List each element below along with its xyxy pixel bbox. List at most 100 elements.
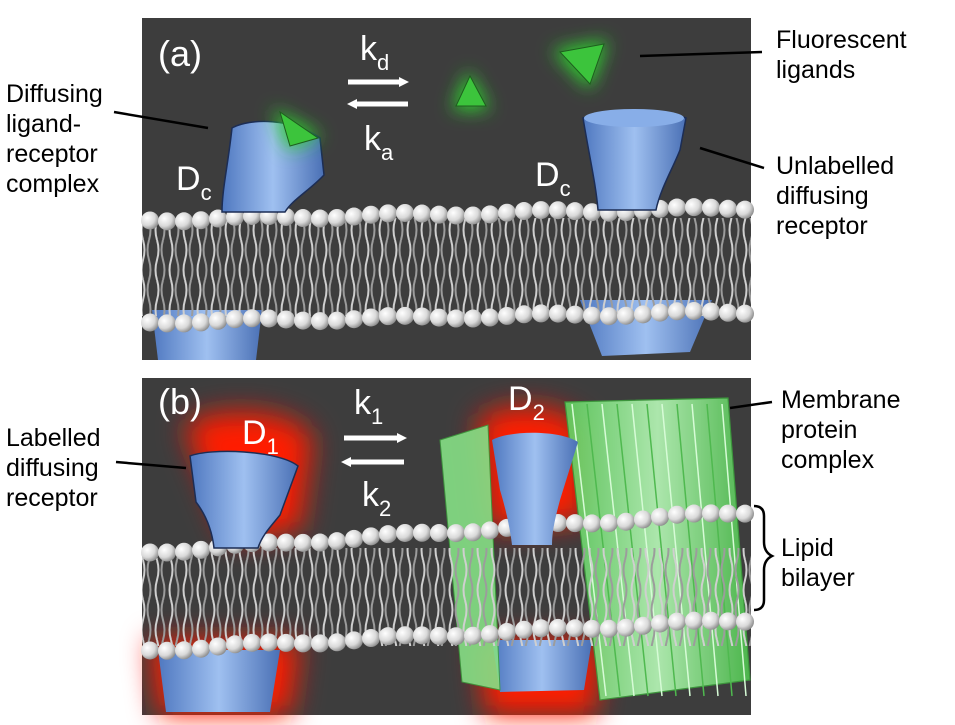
lipid-head (311, 634, 329, 653)
lipid-head (192, 540, 210, 559)
lipid-head (379, 627, 397, 646)
lipid-head (634, 616, 652, 635)
lipid-head (413, 523, 431, 542)
lipid-head (141, 543, 159, 562)
lipid-head (141, 313, 159, 332)
lipid-head (260, 533, 278, 552)
lipid-head (345, 310, 363, 329)
lipid-head (277, 533, 295, 552)
lipid-head (362, 629, 380, 648)
lipid-head (719, 199, 737, 218)
lipid-head (702, 611, 720, 630)
lipid-head (566, 514, 584, 533)
lipid-head (362, 308, 380, 327)
lipid-head (141, 641, 159, 660)
panel-a: (a) kd ka Dc Dc (141, 18, 754, 360)
lipid-head (532, 201, 550, 220)
lipid-head (158, 641, 176, 660)
fluorescent-ligand-bound (272, 108, 322, 150)
lipid-head (396, 523, 414, 542)
lipid-head (430, 308, 448, 327)
lipid-head (549, 201, 567, 220)
lipid-head (209, 209, 227, 228)
lipid-head (311, 209, 329, 228)
lipid-head (600, 514, 618, 533)
lipid-head (192, 211, 210, 230)
lipid-head (685, 611, 703, 630)
lipid-head (328, 311, 346, 330)
rate-kd: kd (360, 30, 389, 75)
lipid-head (277, 310, 295, 329)
callout-lipid-bilayer: Lipid bilayer (781, 534, 855, 592)
lipid-head (447, 309, 465, 328)
lipid-head (600, 307, 618, 326)
unlabelled-receptor-top (584, 109, 684, 127)
lipid-head (651, 507, 669, 526)
lipid-head (702, 302, 720, 321)
lipid-head (175, 212, 193, 231)
lipid-head (617, 306, 635, 325)
rate-ka: ka (364, 120, 394, 165)
lipid-head (651, 614, 669, 633)
lipid-head (328, 633, 346, 652)
lipid-head (362, 527, 380, 546)
lipid-head (345, 207, 363, 226)
callout-lines (113, 50, 775, 612)
lipid-head (481, 308, 499, 327)
lipid-head (260, 633, 278, 652)
lipid-head (430, 524, 448, 543)
lipid-head (719, 612, 737, 631)
lipid-head (430, 626, 448, 645)
lipid-head (277, 633, 295, 652)
lipid-head (192, 639, 210, 658)
lipid-head (396, 626, 414, 645)
lipid-head (158, 543, 176, 562)
receptor-d2-upper (492, 432, 578, 545)
lipid-head (481, 205, 499, 224)
lipid-head (192, 313, 210, 332)
panel-a-letter: (a) (158, 33, 202, 74)
lipid-head (226, 310, 244, 329)
lipid-head (719, 303, 737, 322)
lipid-head (379, 525, 397, 544)
receptor-d2-lower (492, 640, 592, 692)
lipid-head (413, 204, 431, 223)
lipid-head (702, 198, 720, 217)
label-dc-right: Dc (535, 156, 571, 201)
lipid-head (430, 205, 448, 224)
lipid-head (617, 512, 635, 531)
lipid-head (668, 198, 686, 217)
panel-b: (b) k1 k2 D1 D2 (141, 378, 754, 715)
lipid-head (668, 612, 686, 631)
labelled-diffusing-receptor (189, 450, 299, 549)
lipid-head (651, 303, 669, 322)
lipid-head (464, 206, 482, 225)
lipid-head (736, 612, 754, 631)
lipid-head (515, 620, 533, 639)
lipid-head (226, 635, 244, 654)
lipid-head (396, 203, 414, 222)
lipid-head (294, 311, 312, 330)
lipid-head (141, 211, 159, 230)
lipid-head (532, 619, 550, 638)
lipid-head (260, 309, 278, 328)
lipid-head (634, 305, 652, 324)
lipid-head (600, 619, 618, 638)
callout-membrane-complex: Membrane protein complex (781, 386, 907, 474)
panel-b-letter: (b) (158, 381, 202, 422)
lipid-head (566, 305, 584, 324)
lipid-head (498, 306, 516, 325)
rate-k2: k2 (362, 476, 391, 521)
lipid-head (379, 307, 397, 326)
lipid-head (515, 202, 533, 221)
callout-diffusing-complex: Diffusing ligand- receptor complex (6, 80, 110, 198)
lipid-head (311, 312, 329, 331)
lipid-head (447, 627, 465, 646)
rate-k1: k1 (354, 384, 383, 429)
label-d2: D2 (508, 380, 545, 425)
lipid-head (175, 641, 193, 660)
lipid-head (464, 626, 482, 645)
fluorescent-ligand-free-2 (552, 40, 608, 90)
lipid-head (719, 504, 737, 523)
